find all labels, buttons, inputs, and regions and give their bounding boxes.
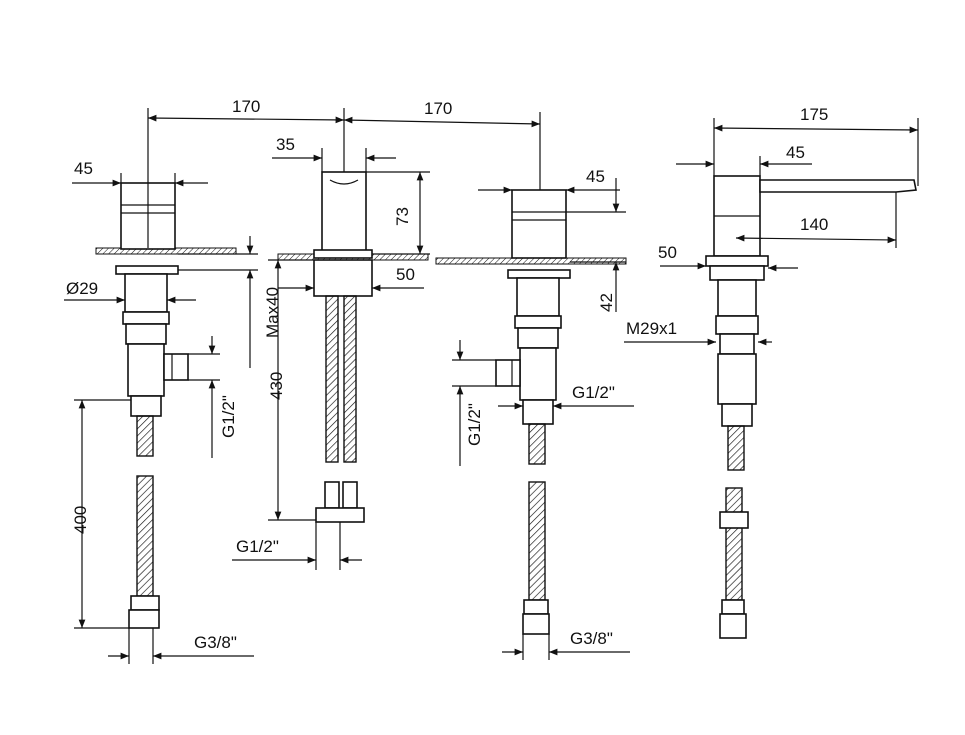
dim-shower-reach: 140 (800, 215, 828, 234)
dim-spout-base: 50 (396, 265, 415, 284)
right-valve-body (519, 347, 557, 401)
shower-arm (759, 179, 917, 193)
dim-left-inlet: G1/2" (219, 395, 238, 438)
left-hose-outlet (128, 609, 160, 629)
left-hose-lower (136, 475, 154, 597)
dimension-lines (64, 108, 919, 664)
dim-right-handle-width: 45 (586, 167, 605, 186)
deck-plate-right (435, 257, 627, 265)
right-body-upper (517, 327, 559, 349)
shower-cartridge (717, 353, 757, 405)
dim-spout-outlet: G1/2" (236, 537, 279, 556)
spout-connector (315, 507, 365, 523)
shower-flange (705, 255, 769, 267)
dim-spout-length: 430 (267, 372, 286, 400)
dim-right-outlet: G3/8" (570, 629, 613, 648)
dim-shower-nut: 50 (658, 243, 677, 262)
left-valve-assembly (95, 182, 237, 629)
left-hose-nut (130, 395, 162, 417)
dim-left-hose-length: 400 (71, 506, 90, 534)
right-hose-fitting (523, 599, 549, 615)
dim-shower-body: 45 (786, 143, 805, 162)
spout-tube-left (325, 295, 339, 463)
shower-hose-nut (721, 403, 753, 427)
center-spout-assembly (277, 171, 429, 523)
right-valve-handle (511, 189, 567, 259)
dim-left-outlet: G3/8" (194, 633, 237, 652)
left-side-inlet (163, 353, 189, 381)
spout-mount (313, 259, 373, 297)
dim-top-span-right: 170 (424, 99, 452, 118)
dim-right-handle-height: 42 (597, 293, 616, 312)
dim-spout-height: 73 (393, 207, 412, 226)
shower-thread (715, 315, 759, 335)
left-shank (124, 273, 168, 313)
right-valve-assembly (435, 189, 627, 635)
right-hose-lower (528, 481, 546, 601)
shower-hose-outlet (719, 613, 747, 639)
dim-right-side-inlet: G1/2" (465, 403, 484, 446)
dim-spout-width: 35 (276, 135, 295, 154)
left-hose-fitting (130, 595, 160, 611)
right-nut (514, 315, 562, 329)
dim-left-handle-width: 45 (74, 159, 93, 178)
left-valve-body (127, 343, 165, 397)
left-hose-upper (136, 415, 154, 457)
shower-hose-lower (725, 487, 743, 601)
spout-body (321, 171, 367, 255)
spout-base (313, 249, 373, 259)
shower-body-lower (719, 333, 755, 355)
shower-nut (709, 265, 765, 281)
right-hose-outlet (522, 613, 550, 635)
left-locknut (115, 265, 179, 275)
right-locknut (507, 269, 571, 279)
spout-fitting-right (342, 481, 358, 509)
right-hose-nut (522, 399, 554, 425)
shower-hose-upper (727, 425, 745, 471)
spout-tube-right (343, 295, 357, 463)
left-nut (122, 311, 170, 325)
dim-left-deck-max: Max40 (263, 287, 282, 338)
dim-top-span-left: 170 (232, 97, 260, 116)
dim-shower-total: 175 (800, 105, 828, 124)
right-hose-upper (528, 423, 546, 465)
dimension-labels: 170 170 35 73 50 45 Ø29 Max40 G1/2" 400 … (66, 97, 828, 652)
shower-hose-fitting (721, 599, 745, 615)
shower-clip (719, 511, 749, 529)
dim-left-body-diameter: Ø29 (66, 279, 98, 298)
dim-right-inlet: G1/2" (572, 383, 615, 402)
dim-shower-thread: M29x1 (626, 319, 677, 338)
right-shank (516, 277, 560, 317)
spout-fitting-left (324, 481, 340, 509)
right-side-inlet (495, 359, 521, 387)
left-body-upper (125, 323, 167, 345)
shower-spout-assembly (705, 175, 917, 639)
shower-shank (717, 279, 757, 317)
